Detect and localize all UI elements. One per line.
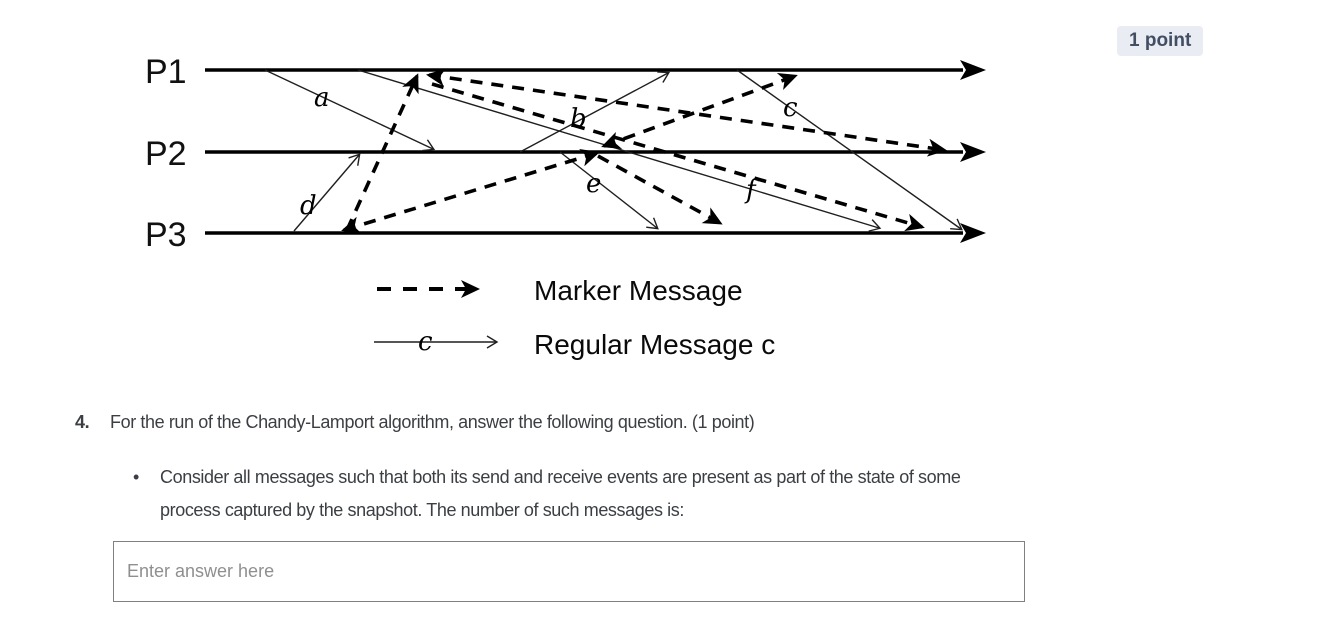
regular-message-f (357, 69, 882, 232)
marker-message-P2-to-P3 (597, 154, 723, 225)
question-row: 4. For the run of the Chandy-Lamport algo… (75, 412, 1175, 433)
marker-message-P2-to-P1 (601, 73, 798, 149)
bullet-line-2: process captured by the snapshot. The nu… (160, 500, 684, 520)
legend-label-marker: Marker Message (534, 275, 743, 306)
points-badge: 1 point (1117, 26, 1204, 56)
bullet-text: Consider all messages such that both its… (160, 461, 1083, 527)
message-label-d: d (300, 191, 317, 221)
regular-message-a (264, 69, 436, 152)
message-label-c: c (783, 93, 798, 123)
marker-message-P1-to-P2 (426, 68, 947, 157)
bullet-item: • Consider all messages such that both i… (133, 461, 1083, 527)
message-label-e: e (586, 169, 601, 199)
marker-message-P3-to-P2 (341, 149, 600, 234)
message-label-a: a (314, 83, 330, 113)
process-label-P3: P3 (145, 216, 187, 254)
process-label-P2: P2 (145, 135, 187, 173)
bullet-icon: • (133, 467, 139, 487)
legend-line-label: c (418, 327, 433, 357)
regular-message-e (559, 151, 659, 230)
marker-message-P1-to-P3 (431, 82, 925, 232)
regular-message-c (736, 69, 963, 231)
answer-input[interactable] (113, 541, 1025, 602)
regular-message-b (519, 71, 671, 153)
question-text: For the run of the Chandy-Lamport algori… (110, 412, 755, 432)
process-label-P1: P1 (145, 53, 187, 91)
bullet-line-1: Consider all messages such that both its… (160, 467, 961, 487)
legend-label-regular: Regular Message c (534, 329, 775, 360)
question-number: 4. (75, 412, 90, 432)
